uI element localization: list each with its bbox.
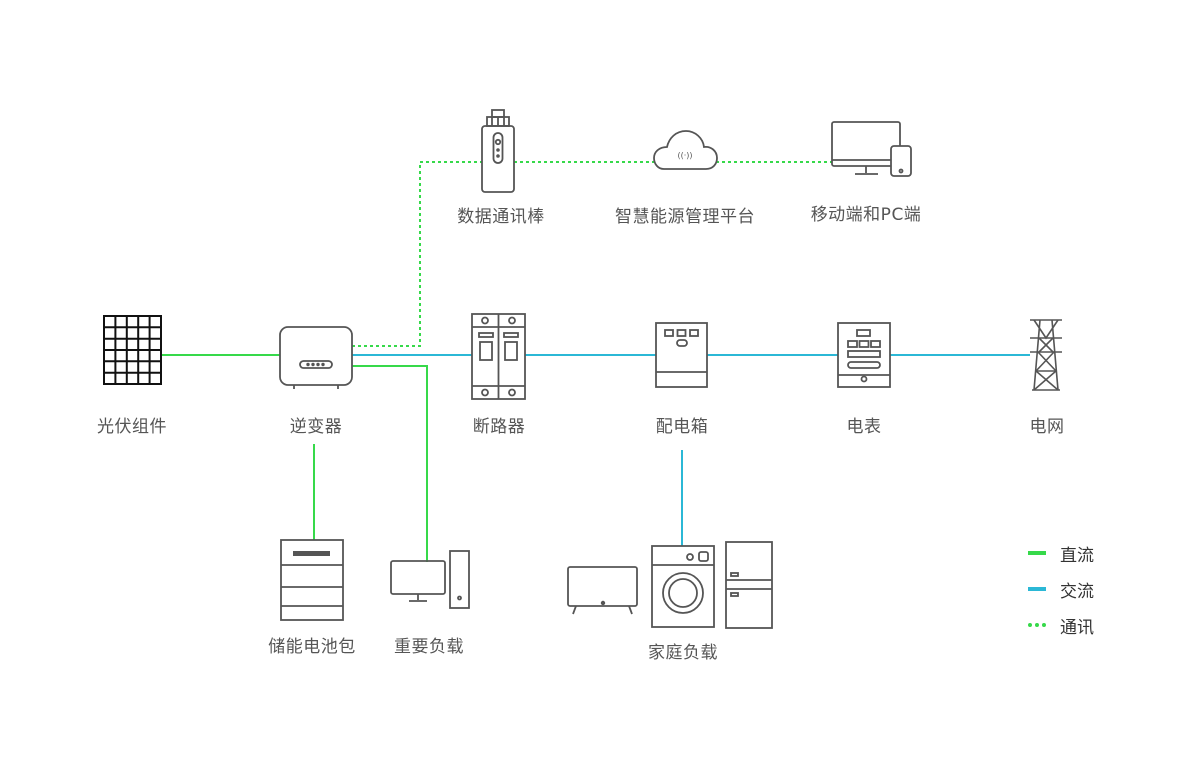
distribution-box-label: 配电箱	[655, 417, 709, 437]
legend-swatch-ac	[1028, 587, 1046, 591]
legend-item-comm: 通讯	[1028, 613, 1094, 638]
meter-label: 电表	[846, 417, 882, 437]
breaker-label: 断路器	[472, 417, 526, 437]
inverter-label: 逆变器	[289, 417, 343, 437]
legend-swatch-dc	[1028, 551, 1046, 555]
washing-machine-icon	[651, 545, 715, 628]
critical-load-label: 重要负载	[394, 637, 464, 657]
pv-label: 光伏组件	[97, 417, 167, 437]
legend-label-dc: 直流	[1060, 545, 1094, 566]
cloud-icon: ((·))	[653, 130, 718, 170]
connection-lines	[162, 161, 1030, 562]
legend-swatch-comm	[1028, 623, 1046, 627]
legend-label-ac: 交流	[1060, 581, 1094, 602]
legend-label-comm: 通讯	[1060, 617, 1094, 638]
data-stick-label: 数据通讯棒	[457, 207, 545, 227]
battery-icon	[280, 539, 344, 621]
legend-item-dc: 直流	[1028, 541, 1094, 566]
distribution-box-icon	[655, 322, 708, 388]
tv-icon	[567, 566, 638, 615]
breaker-icon	[471, 313, 526, 400]
data-stick-icon	[481, 109, 515, 193]
dc-line-inverter-critical-load	[352, 365, 428, 562]
home-load-label: 家庭负载	[648, 643, 718, 663]
pc-icon	[390, 550, 470, 609]
svg-text:((·)): ((·))	[677, 151, 692, 160]
comm-line-inverter-stick	[352, 161, 482, 347]
terminals-label: 移动端和PC端	[810, 205, 922, 225]
solar-panel-icon	[103, 315, 162, 385]
platform-label: 智慧能源管理平台	[615, 207, 755, 227]
battery-label: 储能电池包	[268, 637, 356, 657]
legend-item-ac: 交流	[1028, 577, 1094, 602]
meter-icon	[837, 322, 891, 388]
refrigerator-icon	[725, 541, 773, 629]
monitor-phone-icon	[831, 121, 912, 177]
inverter-icon	[279, 326, 353, 389]
transmission-tower-icon	[1030, 319, 1062, 391]
grid-label: 电网	[1029, 417, 1065, 437]
